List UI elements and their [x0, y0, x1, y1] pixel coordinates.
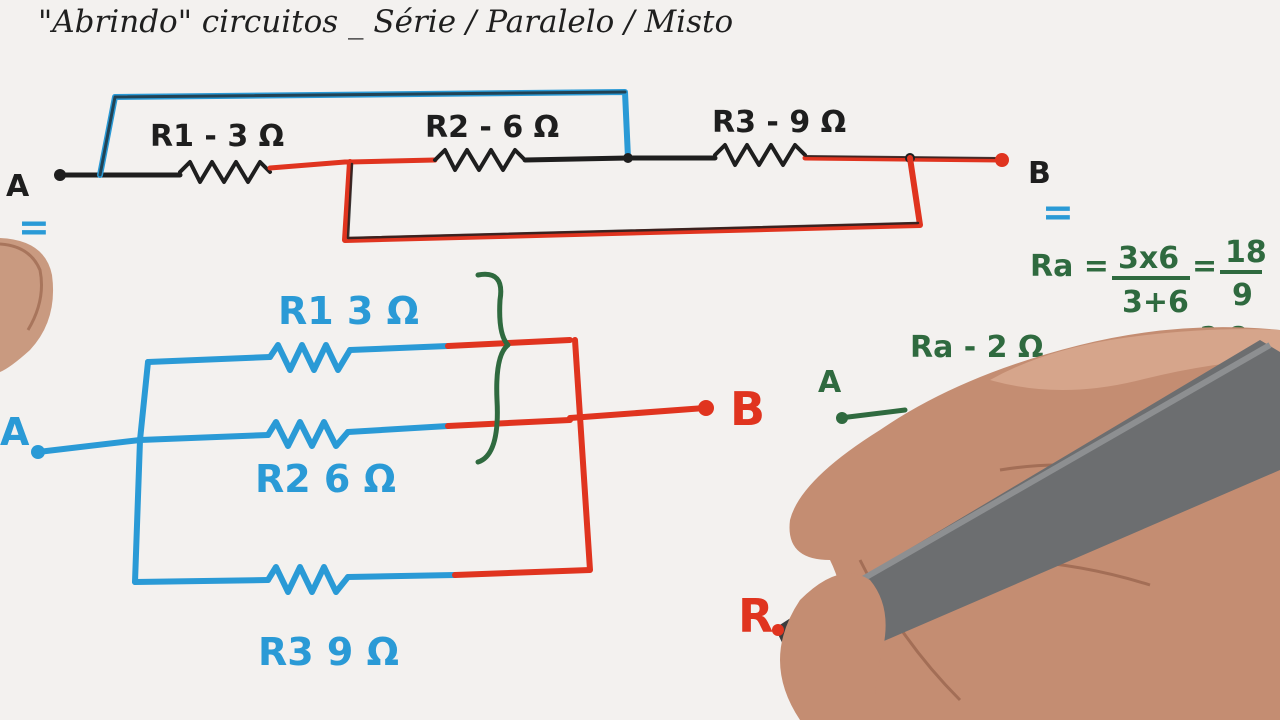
wire-left-bus: [132, 359, 151, 585]
resistor-r1-top: [178, 160, 272, 184]
bottom-circuit: [31, 271, 714, 595]
top-circuit: [54, 89, 1009, 243]
frac-eq: =: [1192, 249, 1217, 284]
wire-lower-loop-red: [342, 155, 923, 243]
frac2-denominator: 9: [1232, 278, 1253, 313]
r2-top-label: R2 - 6 Ω: [425, 110, 559, 145]
ra-node-a-label: A: [818, 365, 842, 400]
wire-branch3-in: [132, 577, 271, 585]
wire-r2-lead: [347, 157, 438, 165]
thumb: [780, 573, 886, 720]
ra-equivalent-label: Ra - 2 Ω: [910, 330, 1044, 365]
ra-wire: [837, 407, 908, 421]
equals-right: =: [1042, 190, 1074, 234]
node-b-bottom-dot: [698, 400, 714, 416]
wire-branch2-in: [137, 432, 271, 443]
node-a-bottom-label: A: [0, 410, 30, 454]
node-b-top-dot: [995, 153, 1009, 167]
wire-to-b-red: [567, 405, 708, 421]
wire-lower-loop-black: [346, 162, 920, 240]
equals-left: =: [18, 205, 50, 249]
resistor-r3-bottom: [265, 564, 351, 595]
wire-branch1-in: [145, 354, 273, 365]
equivalent-calculation: Ra = 3x6 3+6 = 18 9 2 Ω Ra - 2 Ω A: [818, 235, 1267, 424]
frac1-numerator: 3x6: [1118, 241, 1179, 276]
wire-branch2-out-red: [445, 417, 573, 429]
node-a-bottom-dot: [31, 445, 45, 459]
wire-branch2-out-blue: [345, 423, 451, 435]
node-b-bottom-label: B: [730, 382, 765, 436]
resistor-r3-top: [713, 143, 807, 167]
r1-bottom-label: R1 3 Ω: [278, 289, 419, 333]
resistor-r2-top: [433, 148, 527, 172]
node-b-top-label: B: [1028, 156, 1051, 191]
wire-branch1-out-blue: [347, 343, 451, 353]
r1-top-label: R1 - 3 Ω: [150, 119, 284, 154]
wire-a-bottom: [35, 437, 143, 455]
r3-top-label: R3 - 9 Ω: [712, 105, 846, 140]
partial-r-label: R: [738, 589, 773, 643]
resistor-r1-bottom: [267, 342, 353, 373]
frac2-numerator: 18: [1225, 235, 1267, 270]
left-finger: [0, 238, 54, 372]
ra-node-a-dot: [836, 412, 848, 424]
ra-lhs: Ra =: [1030, 249, 1109, 284]
wire-branch3-out-blue: [345, 572, 458, 580]
wire-right-bus-red: [452, 337, 593, 578]
green-brace: [475, 271, 511, 465]
wire-r3-b-red: [802, 155, 1003, 163]
wire-r3-b-black: [804, 155, 1001, 159]
node-a-top-label: A: [6, 169, 30, 204]
page-title: "Abrindo" circuitos _ Série / Paralelo /…: [38, 4, 733, 40]
r2-bottom-label: R2 6 Ω: [255, 457, 396, 501]
wire-r2-out: [522, 155, 631, 163]
resistor-r2-bottom: [265, 419, 351, 449]
node-a-top-dot: [54, 169, 66, 181]
r3-bottom-label: R3 9 Ω: [258, 630, 399, 674]
wire-r1-r2-red: [267, 159, 353, 171]
frac1-denominator: 3+6: [1122, 285, 1189, 320]
wire-top-bypass-black: [98, 90, 627, 177]
